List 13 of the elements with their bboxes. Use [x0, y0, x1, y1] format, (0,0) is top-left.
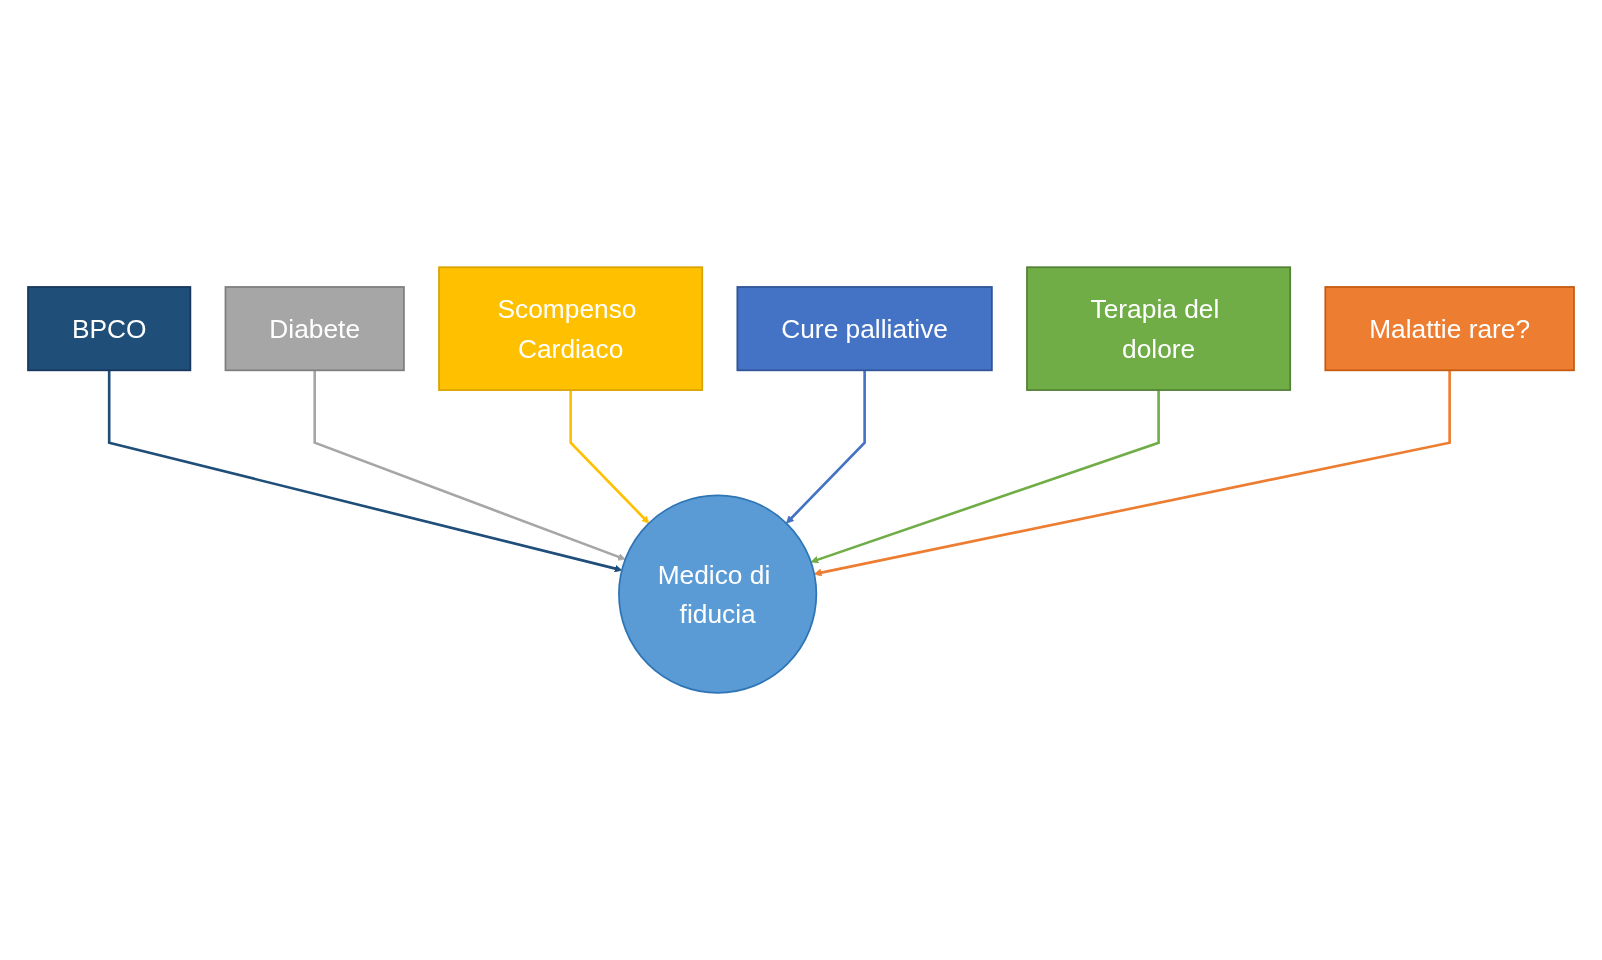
node-box: Malattie rare?	[1324, 286, 1575, 372]
node-box: Terapia del dolore	[1026, 266, 1292, 391]
node-box: Diabete	[224, 286, 405, 372]
arrow	[786, 370, 866, 524]
arrow	[107, 370, 623, 573]
arrow	[813, 370, 1451, 577]
node-circle: Medico di fiducia	[618, 494, 818, 694]
node-box: Cure palliative	[736, 286, 993, 372]
arrow	[569, 390, 650, 524]
arrow	[810, 390, 1160, 564]
node-box: Scompenso Cardiaco	[438, 266, 704, 391]
node-box: BPCO	[27, 286, 192, 372]
arrow	[313, 370, 626, 561]
